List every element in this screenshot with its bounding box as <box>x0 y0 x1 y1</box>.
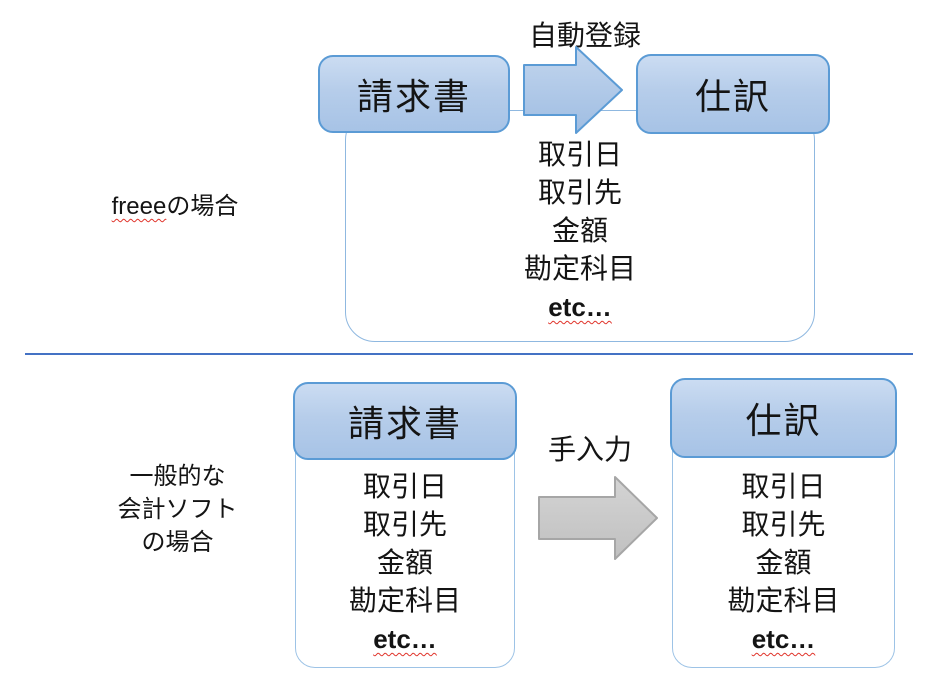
field-item-etc: etc… <box>373 624 437 654</box>
field-item-etc: etc… <box>751 624 816 654</box>
invoice-box: 請求書 <box>318 55 510 133</box>
journal-card-header: 仕訳 <box>670 378 897 458</box>
field-item: 取引日 <box>362 471 447 502</box>
shared-fields-container <box>345 110 815 342</box>
manual-input-label: 手入力 <box>547 434 632 465</box>
general-case-line: 一般的な <box>129 463 226 490</box>
invoice-card-field-list: 取引日 取引先 金額 勘定科目 etc… <box>295 468 515 658</box>
field-item: 勘定科目 <box>523 253 636 284</box>
field-item: 金額 <box>376 547 433 578</box>
invoice-card-header: 請求書 <box>293 382 517 460</box>
freee-case-suffix: の場合 <box>166 193 239 220</box>
field-item: 取引先 <box>362 509 447 540</box>
freee-brand-text: freee <box>111 193 167 220</box>
shared-field-list: 取引日 取引先 金額 勘定科目 etc… <box>345 136 815 326</box>
journal-card-field-list: 取引日 取引先 金額 勘定科目 etc… <box>672 468 895 658</box>
field-item: 取引先 <box>537 177 622 208</box>
general-case-line: 会計ソフト <box>117 496 238 523</box>
field-item: 取引日 <box>741 471 826 502</box>
field-item: 勘定科目 <box>348 585 461 616</box>
field-item: 取引先 <box>741 509 826 540</box>
general-case-label: 一般的な 会計ソフト の場合 <box>85 460 270 559</box>
field-item: 勘定科目 <box>727 585 840 616</box>
blue-right-arrow-icon <box>523 46 623 134</box>
field-item-etc: etc… <box>548 292 612 322</box>
gray-right-arrow-icon <box>538 476 658 560</box>
auto-register-label: 自動登録 <box>528 20 641 51</box>
field-item: 金額 <box>551 215 608 246</box>
freee-case-label: freeeの場合 <box>80 190 270 223</box>
field-item: 取引日 <box>537 139 622 170</box>
journal-box: 仕訳 <box>636 54 830 134</box>
general-case-line: の場合 <box>141 529 214 556</box>
field-item: 金額 <box>755 547 812 578</box>
section-divider <box>25 353 913 355</box>
